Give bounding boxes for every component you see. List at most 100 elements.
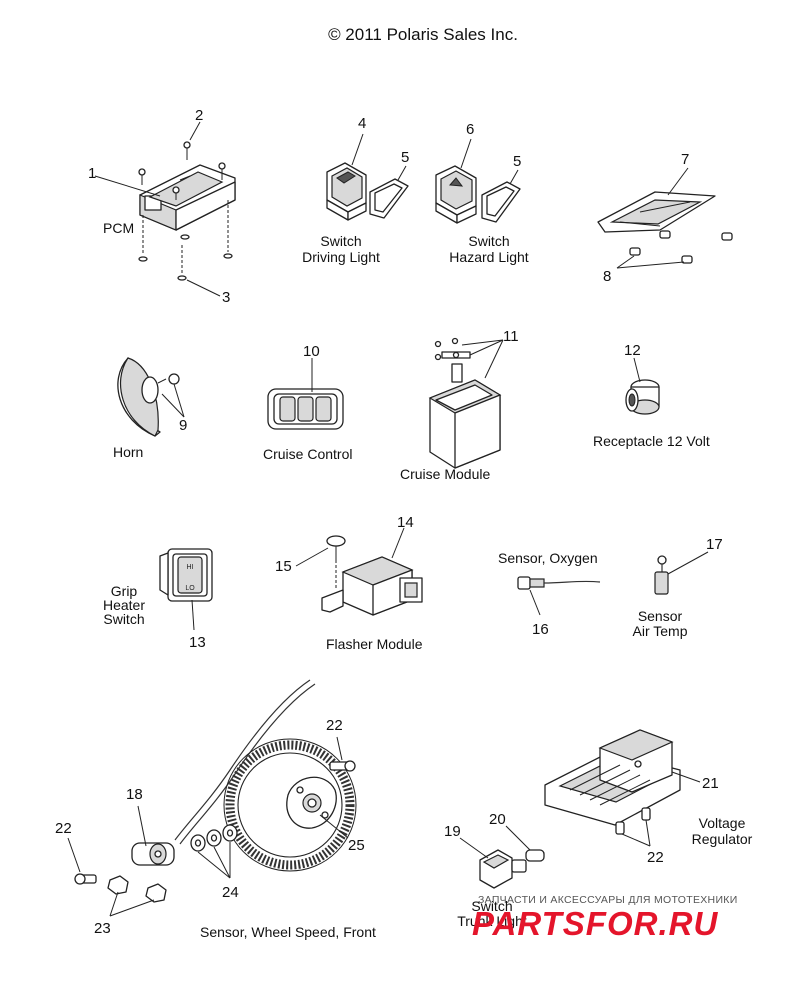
driving-light-bezel[interactable]: [369, 178, 409, 219]
callout-9: 9: [179, 417, 187, 434]
wheel-speed-wire: [174, 679, 316, 845]
callout-5b: 5: [513, 153, 521, 170]
grip-heater-label-3: Switch: [103, 611, 144, 627]
grip-heater-switch[interactable]: HI LO: [159, 548, 213, 602]
pcm-group: 1 2 3 PCM: [88, 107, 236, 306]
trunk-light-label-1: Switch: [471, 898, 512, 914]
hazard-light-switch-group: 6 5 Switch Hazard Light: [435, 121, 529, 265]
callout-6: 6: [466, 121, 474, 138]
hazard-light-label-1: Switch: [468, 233, 509, 249]
receptacle-label: Receptacle 12 Volt: [593, 433, 710, 449]
horn-group: 9 Horn: [113, 357, 187, 460]
callout-13: 13: [189, 634, 206, 651]
wheel-speed-bracket[interactable]: [286, 776, 337, 829]
pcm-washers[interactable]: [138, 200, 233, 281]
copyright-text: © 2011 Polaris Sales Inc.: [328, 25, 518, 44]
pcm-label: PCM: [103, 220, 134, 236]
voltage-regulator-group: 21 22 Voltage Regulator: [544, 729, 753, 866]
pcm-screws[interactable]: [138, 141, 226, 200]
voltage-regulator-screws[interactable]: [615, 807, 651, 835]
oxygen-sensor[interactable]: [517, 576, 601, 590]
callout-2: 2: [195, 107, 203, 124]
pcm-module[interactable]: [139, 164, 236, 231]
wheel-speed-bolts[interactable]: [74, 760, 356, 885]
cruise-module-group: 11 Cruise Module: [400, 328, 519, 482]
callout-20: 20: [489, 811, 506, 828]
watermark-tagline: ЗАПЧАСТИ И АКСЕССУАРЫ ДЛЯ МОТОТЕХНИКИ: [478, 894, 738, 906]
callout-22a: 22: [326, 717, 343, 734]
horn-bolt[interactable]: [157, 373, 180, 385]
cruise-module[interactable]: [428, 363, 502, 469]
tone-ring[interactable]: [223, 738, 357, 872]
cruise-control-group: 10 Cruise Control: [263, 343, 352, 462]
watermark-logo: PARTSFOR.RU: [472, 905, 718, 942]
flasher-module-group: 14 15 Flasher Module: [275, 514, 423, 652]
flasher-module-label: Flasher Module: [326, 636, 423, 652]
callout-21: 21: [702, 775, 719, 792]
air-temp-label-1: Sensor: [638, 608, 683, 624]
wheel-speed-washers[interactable]: [190, 824, 238, 852]
callout-11: 11: [503, 328, 519, 345]
grip-switch-lo-mark: LO: [185, 585, 195, 592]
driving-light-switch-group: 4 5 Switch Driving Light: [302, 115, 409, 265]
air-temp-sensor-group: 17 Sensor Air Temp: [633, 536, 723, 639]
horn-label: Horn: [113, 444, 143, 460]
flasher-push-pin[interactable]: [326, 535, 346, 560]
callout-5a: 5: [401, 149, 409, 166]
callout-12: 12: [624, 342, 641, 359]
callout-22b: 22: [55, 820, 72, 837]
oxygen-sensor-label: Sensor, Oxygen: [498, 550, 598, 566]
callout-7: 7: [681, 151, 689, 168]
mounting-bracket[interactable]: [597, 191, 716, 233]
callout-24: 24: [222, 884, 239, 901]
callout-8: 8: [603, 268, 611, 285]
trunk-light-label-2: Trunk Light: [457, 913, 527, 929]
voltage-regulator-label-1: Voltage: [699, 815, 746, 831]
trunk-light-plunger[interactable]: [525, 849, 545, 862]
voltage-regulator[interactable]: [544, 729, 681, 826]
trunk-light-switch[interactable]: [479, 849, 527, 889]
wheel-speed-group: 18 22 22 23 24 25 Sensor, Wheel Speed, F…: [55, 679, 376, 940]
callout-23: 23: [94, 920, 111, 937]
bracket-group: 7 8: [597, 151, 733, 285]
callout-17: 17: [706, 536, 723, 553]
air-temp-sensor[interactable]: [654, 555, 669, 595]
oxygen-sensor-group: 16 Sensor, Oxygen: [498, 550, 601, 638]
grip-heater-label-1: Grip: [111, 583, 138, 599]
wheel-speed-sensor[interactable]: [131, 842, 175, 866]
horn[interactable]: [117, 357, 161, 437]
driving-light-label-1: Switch: [320, 233, 361, 249]
cruise-module-hardware[interactable]: [434, 337, 471, 361]
callout-19: 19: [444, 823, 461, 840]
callout-3: 3: [222, 289, 230, 306]
flasher-module[interactable]: [321, 556, 423, 616]
driving-light-label-2: Driving Light: [302, 249, 380, 265]
voltage-regulator-label-2: Regulator: [692, 831, 753, 847]
bracket-screws[interactable]: [629, 230, 733, 264]
cruise-module-label: Cruise Module: [400, 466, 490, 482]
callout-16: 16: [532, 621, 549, 638]
grip-switch-hi-mark: HI: [187, 564, 194, 571]
cruise-control-switch[interactable]: [267, 388, 344, 430]
grip-heater-label-2: Heater: [103, 597, 145, 613]
callout-1: 1: [88, 165, 96, 182]
wheel-speed-label: Sensor, Wheel Speed, Front: [200, 924, 376, 940]
receptacle-group: 12 Receptacle 12 Volt: [593, 342, 710, 449]
callout-15: 15: [275, 558, 292, 575]
grip-heater-group: HI LO 13 Grip Heater Switch: [103, 548, 213, 651]
watermark: ЗАПЧАСТИ И АКСЕССУАРЫ ДЛЯ МОТОТЕХНИКИ PA…: [472, 894, 738, 942]
callout-14: 14: [397, 514, 414, 531]
wheel-speed-nuts[interactable]: [107, 875, 167, 903]
receptacle-12v[interactable]: [625, 379, 660, 415]
cruise-control-label: Cruise Control: [263, 446, 352, 462]
callout-4: 4: [358, 115, 366, 132]
callout-18: 18: [126, 786, 143, 803]
hazard-light-bezel[interactable]: [481, 181, 521, 223]
callout-10: 10: [303, 343, 320, 360]
driving-light-switch[interactable]: [326, 162, 367, 221]
trunk-light-group: 19 20 Switch Trunk Light: [444, 811, 545, 929]
hazard-light-switch[interactable]: [435, 165, 477, 224]
callout-22c: 22: [647, 849, 664, 866]
callout-25: 25: [348, 837, 365, 854]
